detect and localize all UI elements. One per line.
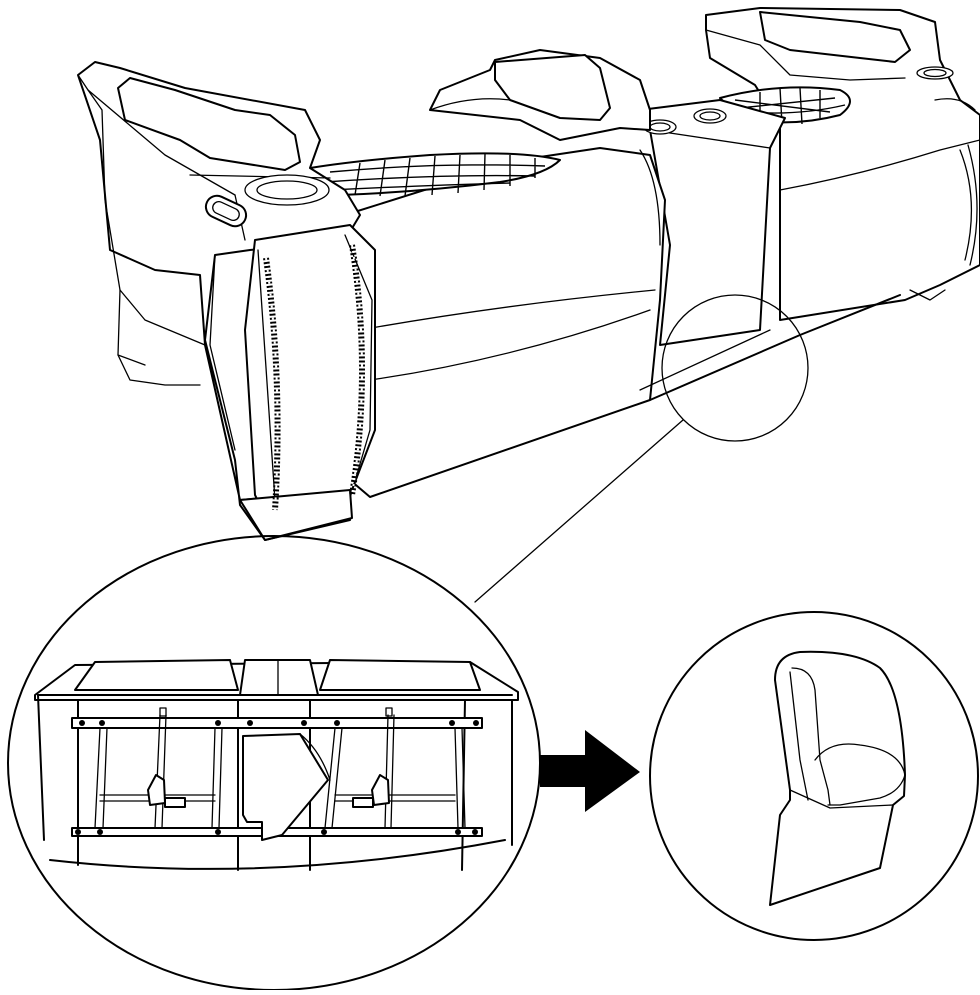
left-headrest: [117, 77, 301, 171]
right-arrow-icon: [540, 730, 640, 812]
right-seat-unit: [705, 7, 980, 321]
left-cushion-grid: [309, 152, 561, 197]
right-headrest: [759, 11, 911, 63]
middle-seat-unit: [429, 49, 651, 141]
left-cup-holder: [244, 174, 330, 206]
sofa-overview: [77, 7, 980, 603]
detail-circle-result: [649, 611, 979, 941]
center-access-panel: [242, 733, 329, 841]
right-cup-holder: [916, 66, 954, 80]
recline-button-icon: [204, 194, 248, 228]
rail-bolts: [75, 720, 479, 835]
middle-headrest: [494, 54, 611, 121]
left-front-panel: [239, 224, 376, 541]
cup-holder-right: [693, 108, 727, 124]
left-foot: [239, 489, 353, 541]
sofa-body: [344, 147, 901, 498]
callout-circle-small: [661, 294, 809, 442]
upper-rail: [71, 717, 483, 729]
callout-leader-line: [474, 419, 684, 603]
magnified-underside-detail: [7, 535, 541, 991]
left-armrest: [77, 61, 361, 541]
resulting-seat-side-view: [649, 611, 979, 941]
